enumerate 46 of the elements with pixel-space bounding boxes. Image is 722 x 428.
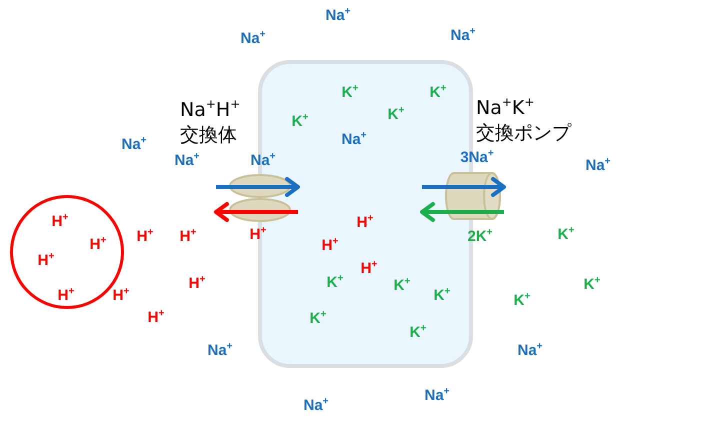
ion-label: Na$^{+}$: [121, 136, 147, 152]
ion-label: H$^{+}$: [360, 260, 378, 276]
ion-label: Na$^{+}$: [585, 157, 611, 173]
ion-label: H$^{+}$: [38, 252, 54, 268]
ion-label: H$^{+}$: [58, 287, 74, 303]
ion-label: H$^{+}$: [136, 228, 154, 244]
ion-label: K$^{+}$: [310, 310, 326, 326]
ion-label: H$^{+}$: [148, 309, 164, 325]
transporter-label: Na$^{+}$H$^{+}$ 交換体: [180, 96, 242, 148]
arrow: [422, 177, 506, 197]
ion-label: H$^{+}$: [188, 275, 206, 291]
ion-label: H$^{+}$: [112, 287, 130, 303]
ion-label: K$^{+}$: [558, 226, 574, 242]
highlight-circle: [10, 195, 124, 309]
ion-label: Na$^{+}$: [424, 387, 450, 403]
ion-label: K$^{+}$: [410, 324, 426, 340]
ion-label: K$^{+}$: [394, 277, 410, 293]
arrow: [216, 177, 300, 197]
ion-label: Na$^{+}$: [250, 152, 276, 168]
ion-label: Na$^{+}$: [240, 30, 266, 46]
ion-label: H$^{+}$: [52, 213, 68, 229]
ion-label: K$^{+}$: [388, 106, 404, 122]
ion-label: K$^{+}$: [342, 84, 358, 100]
ion-label: Na$^{+}$: [207, 342, 233, 358]
ion-label: H$^{+}$: [250, 226, 266, 242]
arrow: [214, 202, 298, 222]
ion-label: Na$^{+}$: [174, 152, 200, 168]
ion-label: H$^{+}$: [90, 236, 106, 252]
ion-label: K$^{+}$: [430, 84, 446, 100]
ion-label: Na$^{+}$: [341, 131, 367, 147]
ion-label: H$^{+}$: [180, 228, 196, 244]
ion-label: 2K$^{+}$: [467, 228, 493, 244]
transporter-label: Na$^{+}$K$^{+}$ 交換ポンプ: [476, 94, 572, 146]
ion-label: K$^{+}$: [434, 287, 450, 303]
ion-label: K$^{+}$: [326, 274, 344, 290]
ion-label: K$^{+}$: [514, 292, 530, 308]
ion-label: Na$^{+}$: [450, 27, 476, 43]
ion-label: H$^{+}$: [322, 237, 338, 253]
ion-label: 3Na$^{+}$: [460, 149, 494, 165]
ion-label: Na$^{+}$: [303, 397, 329, 413]
ion-label: K$^{+}$: [292, 113, 308, 129]
ion-label: Na$^{+}$: [517, 342, 543, 358]
arrow: [420, 202, 504, 222]
ion-label: H$^{+}$: [356, 214, 374, 230]
ion-label: Na$^{+}$: [325, 7, 351, 23]
ion-label: K$^{+}$: [584, 276, 600, 292]
